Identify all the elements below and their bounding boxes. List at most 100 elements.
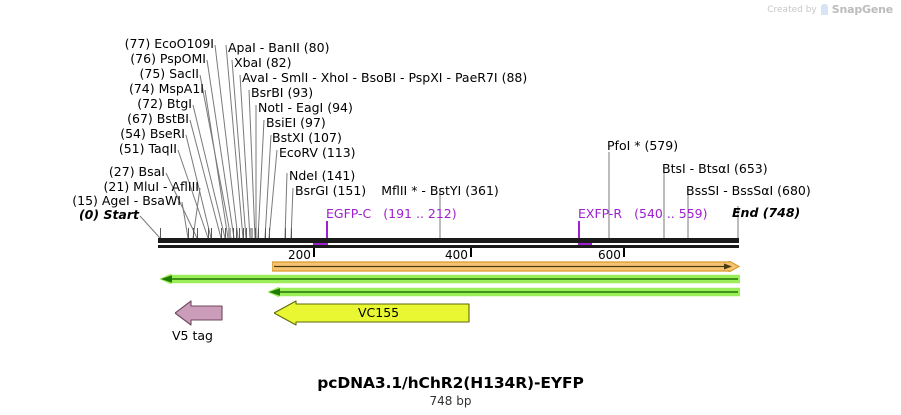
leader-line-ndei	[284, 172, 288, 239]
leader-line-bstbi	[189, 119, 222, 239]
primer-mark-egfp-c-vertical	[326, 221, 328, 245]
enzyme-label-bstbi[interactable]: (67) BstBI	[0, 112, 189, 126]
enzyme-label-pspomi[interactable]: (76) PspOMI	[0, 51, 206, 66]
snapgene-logo-icon	[820, 4, 828, 15]
enzyme-label-bstxi-text: BstXI (107)	[272, 130, 342, 145]
enzyme-label-sacii[interactable]: (75) SacII	[0, 66, 199, 81]
primer-label-exfp-r[interactable]: EXFP-R (540 .. 559)	[578, 206, 707, 221]
enzyme-label-ndei[interactable]: NdeI (141)	[289, 168, 356, 183]
leader-line-bsrbi	[248, 89, 256, 239]
watermark-brand-label: SnapGene	[831, 3, 893, 16]
feature-vc155[interactable]	[274, 300, 470, 326]
enzyme-label-xbai[interactable]: XbaI (82)	[234, 55, 292, 70]
enzyme-label-end[interactable]: End (748)	[732, 205, 801, 220]
ruler-tick-label-400: 400	[445, 248, 468, 262]
site-tick-bseri	[211, 228, 212, 239]
enzyme-label-ecorv[interactable]: EcoRV (113)	[279, 145, 356, 160]
site-tick-mspa1i	[228, 228, 231, 239]
enzyme-label-taqii[interactable]: (51) TaqII	[0, 142, 177, 156]
enzyme-label-bsrgi[interactable]: BsrGI (151)	[295, 183, 367, 198]
enzyme-label-avai-group[interactable]: AvaI - SmlI - XhoI - BsoBI - PspXI - Pae…	[242, 70, 528, 85]
enzyme-label-bsiei[interactable]: BsiEI (97)	[266, 115, 326, 130]
enzyme-label-bsssi-bsssai[interactable]: BssSI - BssSαI (680)	[686, 183, 811, 198]
ruler-tick-mark-400	[470, 248, 472, 257]
primer-label-egfp-c-name: EGFP-C	[326, 206, 372, 221]
primer-label-egfp-c[interactable]: EGFP-C (191 .. 212)	[326, 206, 457, 221]
site-tick-taqii	[208, 228, 209, 239]
primer-mark-egfp-c-foot	[313, 243, 327, 245]
primer-label-exfp-r-name: EXFP-R	[578, 206, 623, 221]
leader-line-pspomi	[206, 59, 235, 239]
leader-line-ecoo109i	[214, 44, 239, 239]
leader-line-bseri	[185, 134, 212, 239]
feature-v5-tag[interactable]	[175, 300, 223, 326]
enzyme-label-bsrbi[interactable]: BsrBI (93)	[251, 85, 314, 100]
enzyme-label-mspa1i-text: (74) MspA1I	[128, 81, 204, 96]
site-tick-pspomi	[236, 228, 237, 239]
enzyme-label-bsiei-text: BsiEI (97)	[266, 115, 326, 130]
site-tick-avai	[250, 228, 253, 239]
enzyme-label-bsai-text: (27) BsaI	[108, 164, 165, 179]
enzyme-label-mlui-afliii-text: (21) MluI - AflIII	[103, 179, 199, 194]
enzyme-label-pfoi[interactable]: PfoI * (579)	[607, 138, 679, 153]
leader-line-bstxi	[264, 134, 272, 239]
ruler-tick-mark-200	[313, 248, 315, 257]
enzyme-label-ecoo109i[interactable]: (77) EcoO109I	[0, 36, 214, 51]
enzyme-label-apai-banii-text: ApaI - BanII (80)	[228, 40, 330, 55]
enzyme-label-ecoo109i-text: (77) EcoO109I	[124, 36, 214, 51]
enzyme-label-noti-eagi[interactable]: NotI - EagI (94)	[258, 101, 353, 115]
enzyme-label-mspa1i[interactable]: (74) MspA1I	[0, 81, 204, 96]
enzyme-label-bsrgi-text: BsrGI (151)	[295, 183, 367, 198]
enzyme-label-xbai-text: XbaI (82)	[234, 55, 292, 70]
enzyme-label-mlui-afliii[interactable]: (21) MluI - AflIII	[0, 179, 199, 194]
enzyme-label-start[interactable]: (0) Start	[0, 207, 139, 222]
enzyme-label-end-text: End (748)	[732, 205, 801, 220]
enzyme-label-start-text: (0) Start	[78, 207, 139, 222]
site-tick-bsiei	[258, 228, 259, 239]
watermark-created-by-label: Created by	[767, 4, 817, 15]
feature-v5-tag-label: V5 tag	[172, 328, 213, 343]
leader-line-xbai	[231, 59, 247, 239]
enzyme-label-btgi[interactable]: (72) BtgI	[0, 97, 192, 111]
enzyme-label-ecorv-text: EcoRV (113)	[279, 145, 356, 160]
enzyme-label-sacii-text: (75) SacII	[139, 66, 199, 81]
enzyme-label-agei-bsawi-text: (15) AgeI - BsaWI	[72, 193, 181, 208]
feature-green-orf-2[interactable]	[268, 287, 740, 297]
leader-line-bsiei	[257, 119, 265, 239]
enzyme-label-bseri-text: (54) BseRI	[120, 126, 185, 141]
enzyme-label-mflii-bstyi-text: MflII * - BstYI (361)	[381, 183, 499, 198]
enzyme-label-bseri[interactable]: (54) BseRI	[0, 126, 185, 141]
sequence-length-label: 748 bp	[429, 394, 472, 408]
plasmid-backbone-line[interactable]	[158, 238, 739, 243]
site-tick-sacii	[233, 228, 234, 239]
site-tick-mlui	[193, 228, 194, 239]
site-tick-bsrbi	[255, 228, 256, 239]
leader-line-start	[139, 215, 161, 239]
enzyme-label-bsssi-bsssai-text: BssSI - BssSαI (680)	[686, 183, 811, 198]
enzyme-label-bsai[interactable]: (27) BsaI	[0, 164, 165, 179]
enzyme-label-bstxi[interactable]: BstXI (107)	[272, 130, 342, 145]
site-tick-bsai	[197, 228, 198, 239]
enzyme-label-ndei-text: NdeI (141)	[289, 168, 356, 183]
enzyme-label-mflii-bstyi[interactable]: MflII * - BstYI (361)	[381, 183, 499, 198]
enzyme-label-apai-banii[interactable]: ApaI - BanII (80)	[228, 40, 330, 55]
enzyme-label-agei-bsawi[interactable]: (15) AgeI - BsaWI	[0, 193, 181, 208]
primer-label-egfp-c-range: (191 .. 212)	[383, 206, 457, 221]
feature-green-orf-1[interactable]	[160, 274, 740, 284]
leader-line-apai-banii	[225, 44, 244, 239]
enzyme-label-avai-group-text: AvaI - SmlI - XhoI - BsoBI - PspXI - Pae…	[242, 70, 528, 85]
enzyme-label-btsi-btsai[interactable]: BtsI - BtsαI (653)	[662, 162, 768, 176]
site-tick-ecoo109i	[239, 228, 240, 239]
ruler-tick-mark-600	[623, 248, 625, 257]
enzyme-label-pfoi-text: PfoI * (579)	[607, 138, 679, 153]
ruler-tick-label-600: 600	[598, 248, 621, 262]
feature-orange-orf[interactable]	[272, 261, 740, 272]
enzyme-label-bsrbi-text: BsrBI (93)	[251, 85, 314, 100]
site-tick-btgi	[225, 228, 226, 239]
feature-vc155-label: VC155	[358, 305, 400, 320]
site-tick-bstxi	[265, 228, 266, 239]
site-tick-bsrgi	[291, 228, 292, 239]
enzyme-label-pspomi-text: (76) PspOMI	[130, 51, 206, 66]
page-title: pcDNA3.1/hChR2(H134R)-EYFP	[317, 374, 584, 392]
